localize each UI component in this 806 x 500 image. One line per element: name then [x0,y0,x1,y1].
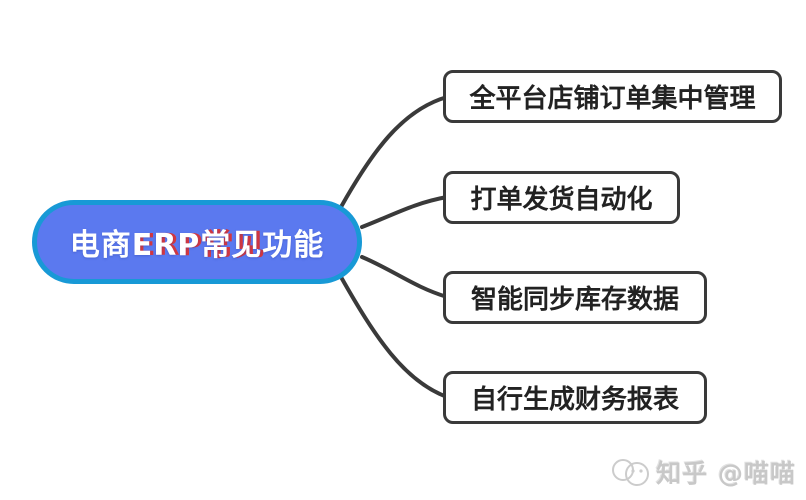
connector-line-branch-2 [360,195,449,229]
branch-node-label: 自行生成财务报表 [470,385,679,415]
branch-node-label: 打单发货自动化 [470,185,653,215]
branch-node-finance: 自行生成财务报表 [443,371,707,424]
branch-node-label: 智能同步库存数据 [470,285,679,315]
branch-node-orders: 全平台店铺订单集中管理 [443,70,782,123]
connector-line-branch-3 [360,255,449,299]
connector-line-branch-4 [339,275,449,399]
root-node-label: 电商ERP常见功能 [69,228,325,263]
branch-node-inventory: 智能同步库存数据 [443,271,707,324]
author-watermark: 知乎 @喵喵 [610,454,796,490]
red-text-watermark: ERP常见 [135,228,266,263]
branch-node-label: 全平台店铺订单集中管理 [469,84,756,114]
connector-line-branch-1 [339,95,449,209]
author-watermark-text: 知乎 @喵喵 [656,459,796,488]
cat-logo-icon [612,459,650,486]
branch-node-shipping: 打单发货自动化 [443,171,680,224]
root-node: ERP常见 电商ERP常见功能 [32,200,362,284]
